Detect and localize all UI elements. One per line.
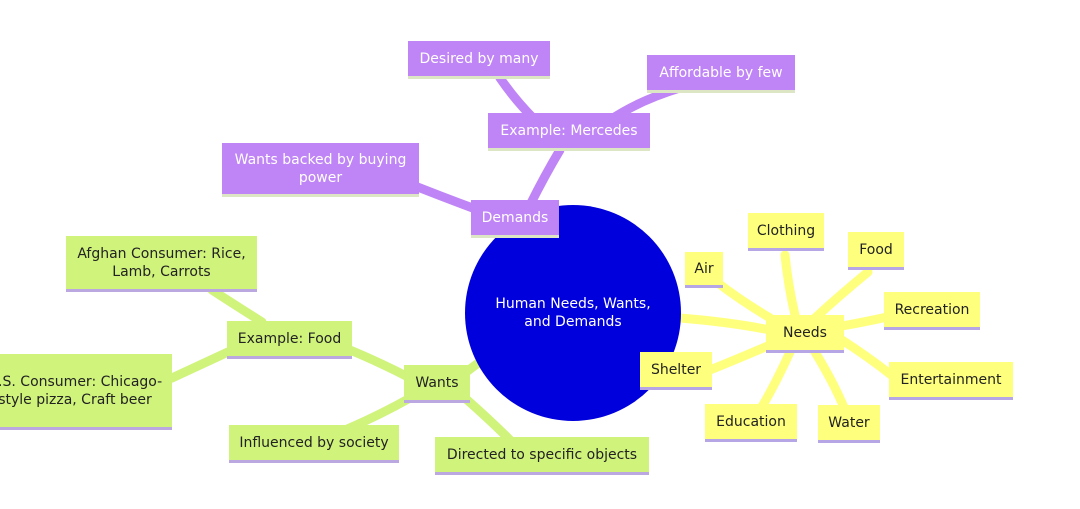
demands-example-label: Example: Mercedes bbox=[500, 122, 638, 139]
edge-needs-shelter bbox=[700, 340, 775, 377]
us-consumer-label: U.S. Consumer: Chicago-style pizza, Craf… bbox=[0, 373, 163, 408]
need-clothing-label: Clothing bbox=[756, 222, 816, 239]
need-water-label: Water bbox=[828, 414, 870, 431]
affordable-label: Affordable by few bbox=[659, 64, 783, 81]
afghan-consumer-label: Afghan Consumer: Rice, Lamb, Carrots bbox=[77, 245, 246, 280]
edge-needs-water bbox=[810, 347, 850, 415]
wants-node: Wants bbox=[404, 365, 470, 403]
influenced-label: Influenced by society bbox=[239, 434, 389, 451]
need-recreation-label: Recreation bbox=[894, 301, 970, 318]
edge-needs-air bbox=[713, 278, 775, 323]
demands-label: Demands bbox=[481, 209, 549, 226]
need-shelter-node: Shelter bbox=[640, 352, 712, 390]
edge-root-needs bbox=[675, 313, 775, 335]
demands-backed-label: Wants backed by buying power bbox=[234, 151, 407, 186]
edge-demands-example bbox=[525, 145, 565, 210]
edge-needs-clothing bbox=[780, 250, 800, 320]
need-education-label: Education bbox=[716, 413, 786, 430]
wants-label: Wants bbox=[415, 374, 459, 391]
needs-node: Needs bbox=[766, 315, 844, 353]
need-clothing-node: Clothing bbox=[748, 213, 824, 251]
need-air-node: Air bbox=[685, 252, 723, 288]
need-air-label: Air bbox=[694, 260, 714, 277]
demands-example-node: Example: Mercedes bbox=[488, 113, 650, 151]
edge-example-afghan bbox=[207, 285, 267, 327]
need-entertainment-node: Entertainment bbox=[889, 362, 1013, 400]
demands-node: Demands bbox=[471, 200, 559, 238]
edge-needs-food bbox=[810, 267, 873, 323]
edge-needs-entertainment bbox=[837, 335, 900, 383]
edge-wants-directed bbox=[460, 393, 515, 445]
root-node-label: Human Needs, Wants, and Demands bbox=[495, 296, 651, 330]
need-entertainment-label: Entertainment bbox=[900, 371, 1002, 388]
desired-label: Desired by many bbox=[419, 50, 539, 67]
need-food-label: Food bbox=[859, 241, 893, 258]
influenced-node: Influenced by society bbox=[229, 425, 399, 463]
wants-example-label: Example: Food bbox=[237, 330, 342, 347]
demands-backed-node: Wants backed by buying power bbox=[222, 143, 419, 197]
need-recreation-node: Recreation bbox=[884, 292, 980, 330]
needs-label: Needs bbox=[783, 324, 827, 341]
edge-example-us bbox=[167, 347, 233, 383]
need-food-node: Food bbox=[848, 232, 904, 270]
desired-node: Desired by many bbox=[408, 41, 550, 79]
afghan-consumer-node: Afghan Consumer: Rice, Lamb, Carrots bbox=[66, 236, 257, 292]
wants-example-node: Example: Food bbox=[227, 321, 352, 359]
need-water-node: Water bbox=[818, 405, 880, 443]
affordable-node: Affordable by few bbox=[647, 55, 795, 93]
us-consumer-node: U.S. Consumer: Chicago-style pizza, Craf… bbox=[0, 354, 172, 430]
need-education-node: Education bbox=[705, 404, 797, 442]
need-shelter-label: Shelter bbox=[650, 361, 702, 378]
directed-node: Directed to specific objects bbox=[435, 437, 649, 475]
directed-label: Directed to specific objects bbox=[446, 446, 638, 463]
edge-wants-example bbox=[340, 343, 415, 383]
edge-needs-education bbox=[755, 347, 795, 415]
